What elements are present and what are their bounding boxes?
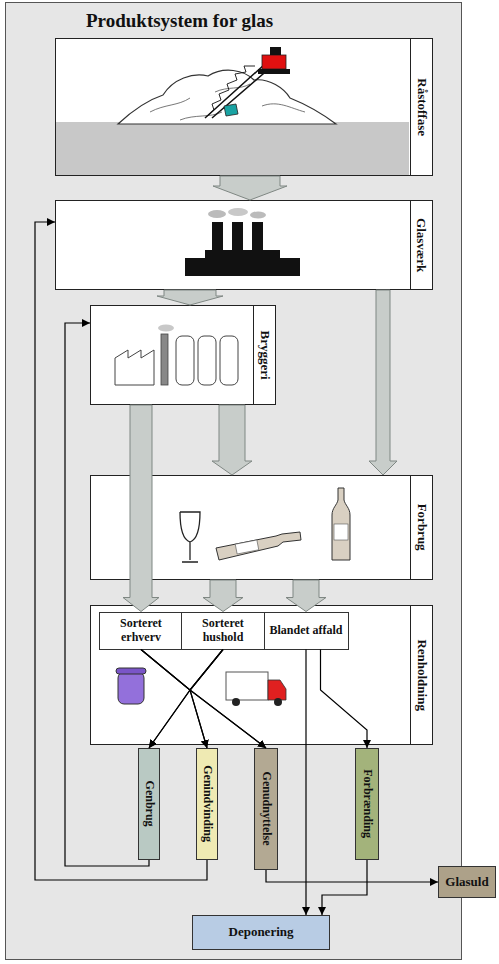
bin-and-truck-part <box>116 668 146 674</box>
node-label: Deponering <box>226 925 297 940</box>
collection-box: Sorteret erhverv <box>99 612 184 650</box>
outlet-bar: Genindvinding <box>196 748 218 860</box>
phase-box: Bryggeri <box>90 305 276 405</box>
outlet-bar: Genbrug <box>138 748 160 860</box>
phase-box: Sorteret erhvervSorteret husholdBlandet … <box>90 605 433 745</box>
phase-box: Forbrug <box>90 475 433 580</box>
outlet-bar: Genudnyttelse <box>254 748 278 870</box>
brewery-factory-part <box>220 336 238 385</box>
brewery-factory-part <box>198 336 216 385</box>
glass-and-bottles <box>180 488 350 562</box>
glass-and-bottles-part <box>235 540 259 554</box>
landfill-box: Deponering <box>192 915 330 950</box>
quarry-illustration-part <box>207 66 255 116</box>
glass-and-bottles-part <box>216 532 301 560</box>
flow-line <box>321 650 368 749</box>
node-label: Råstoffase <box>414 78 428 136</box>
glassworks-factory <box>185 208 300 276</box>
bin-and-truck-part <box>268 680 286 700</box>
quarry-illustration <box>56 47 409 175</box>
quarry-illustration-part <box>118 70 336 124</box>
quarry-illustration-part <box>270 47 281 55</box>
node-label: Genudnyttelse <box>259 772 272 846</box>
node-label: Sorteret erhverv <box>100 617 183 645</box>
node-label: Bryggeri <box>257 330 271 379</box>
glass-and-bottles-part <box>334 524 348 540</box>
node-label: Glasuld <box>442 875 491 890</box>
system-frame: RåstoffaseGlasværkBryggeriForbrugSortere… <box>5 2 462 960</box>
outlet-bar: Forbrænding <box>355 748 379 860</box>
node-label: Forbrænding <box>360 770 373 839</box>
brewery-factory-part <box>158 325 174 332</box>
quarry-illustration-part <box>205 64 270 118</box>
glass-and-bottles-part <box>180 512 190 542</box>
flow-arrow <box>212 405 252 475</box>
flow-arrow <box>203 580 243 612</box>
glass-and-bottles-part <box>180 512 200 562</box>
glassworks-factory-part <box>252 222 263 254</box>
brewery-factory <box>115 325 238 386</box>
quarry-illustration-part <box>56 122 409 175</box>
brewery-factory-part <box>176 336 194 385</box>
flow-line <box>266 870 438 882</box>
flow-line <box>141 650 190 749</box>
diagram-title: Produktsystem for glas <box>86 10 273 32</box>
quarry-illustration-part <box>150 84 305 120</box>
collection-box: Sorteret hushold <box>181 612 266 650</box>
glassworks-factory-part <box>250 212 266 219</box>
flow-arrow <box>213 176 287 200</box>
glassworks-factory-part <box>185 250 300 276</box>
glassworks-factory-part <box>212 222 223 254</box>
phase-box: Råstoffase <box>55 38 433 176</box>
node-label: Blandet affald <box>266 624 345 638</box>
node-label: Genindvinding <box>200 766 213 843</box>
brewery-factory-part <box>161 334 168 385</box>
flow-arrow <box>286 580 326 612</box>
glassworks-factory-part <box>208 210 226 218</box>
node-label: Glasværk <box>414 218 428 272</box>
quarry-illustration-part <box>224 104 238 116</box>
node-label: Renholdning <box>414 639 428 711</box>
flow-line <box>305 650 306 916</box>
phase-box: Glasværk <box>55 200 433 290</box>
glassworks-factory-part <box>228 208 248 216</box>
flow-arrow <box>369 290 397 475</box>
flow-line <box>190 650 266 749</box>
label-strip: Forbrug <box>410 476 432 579</box>
flow-line <box>190 650 223 749</box>
label-strip: Råstoffase <box>410 39 432 175</box>
product-box: Glasuld <box>438 866 496 898</box>
collection-box: Blandet affald <box>264 612 349 650</box>
glass-and-bottles-part <box>332 488 350 560</box>
flow-arrow <box>157 290 223 305</box>
flow-line <box>141 650 207 749</box>
brewery-factory-part <box>115 350 154 385</box>
label-strip: Bryggeri <box>253 306 275 404</box>
bin-and-truck-part <box>118 672 144 704</box>
bin-and-truck-part <box>226 672 268 700</box>
node-label: Genbrug <box>142 781 155 827</box>
quarry-illustration-part <box>262 55 286 69</box>
flow-line <box>65 323 149 866</box>
flow-line <box>149 650 223 749</box>
bin-and-truck <box>116 668 286 706</box>
node-label: Sorteret hushold <box>182 617 265 645</box>
glassworks-factory-part <box>232 222 243 254</box>
bin-and-truck-part <box>274 698 282 706</box>
flow-line <box>35 222 207 880</box>
flow-line <box>141 650 266 749</box>
bin-and-truck-part <box>232 698 240 706</box>
node-label: Forbrug <box>414 504 428 551</box>
label-strip: Renholdning <box>410 606 432 744</box>
flow-arrow <box>123 405 159 612</box>
flow-line <box>322 860 367 915</box>
quarry-illustration-part <box>258 69 290 74</box>
label-strip: Glasværk <box>410 201 432 289</box>
